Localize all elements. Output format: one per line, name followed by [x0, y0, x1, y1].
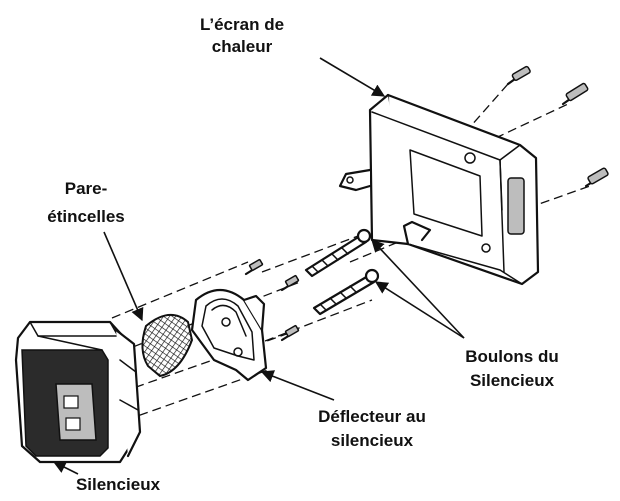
labels: L’écran de chaleur Pare- étincelles Boul… [47, 15, 558, 494]
label-spark-arrester-2: étincelles [47, 207, 125, 226]
heat-shield [338, 93, 540, 286]
label-muffler-deflector-1: Déflecteur au [318, 407, 426, 426]
label-heat-shield-1: L’écran de [200, 15, 284, 34]
deflector-screws [244, 259, 300, 342]
label-muffler-bolts-1: Boulons du [465, 347, 558, 366]
muffler [14, 320, 142, 464]
label-muffler: Silencieux [76, 475, 161, 494]
muffler-bolts [304, 228, 380, 316]
spark-arrester [141, 314, 194, 378]
label-muffler-bolts-2: Silencieux [470, 371, 555, 390]
label-spark-arrester-1: Pare- [65, 179, 108, 198]
leader-lines [52, 57, 465, 475]
label-heat-shield-2: chaleur [212, 37, 273, 56]
muffler-deflector [190, 288, 268, 382]
heat-shield-screws [506, 65, 609, 188]
label-muffler-deflector-2: silencieux [331, 431, 414, 450]
